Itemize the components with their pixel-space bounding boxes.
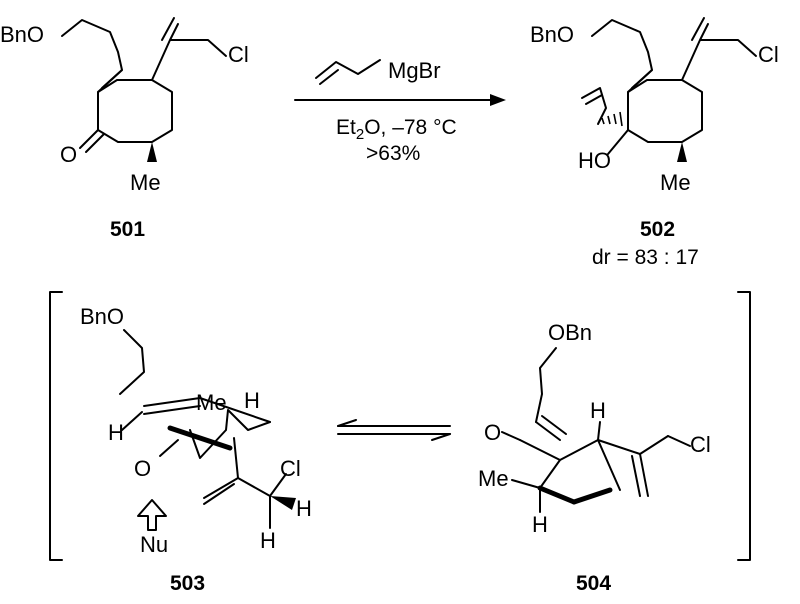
compound-number-501: 501: [110, 218, 145, 241]
compound-501: BnO Cl O Me 501: [0, 17, 249, 241]
methyl-label-502: Me: [660, 170, 691, 195]
carbonyl-501: [79, 129, 105, 153]
allyl-group: [315, 59, 381, 79]
hydrogen-label-504-b: H: [590, 398, 606, 423]
allyl-double-bond-502: [585, 94, 603, 105]
ring-bold-bond-504-b: [571, 487, 613, 505]
hydroxyl-bond-502: [607, 129, 629, 155]
right-bracket: [737, 291, 751, 561]
allyl-double-bond: [319, 69, 339, 85]
left-bracket: [49, 291, 63, 561]
compound-number-504: 504: [576, 572, 611, 595]
nucleophile-label-503: Nu: [140, 532, 168, 557]
alkene-502: [631, 69, 653, 89]
compound-502: BnO Cl HO Me 502 dr = 83 : 17: [530, 17, 779, 269]
oxygen-label-503: O: [134, 456, 151, 481]
benzyloxy-label-502: BnO: [530, 22, 574, 47]
hydrogen-label-503-d: H: [260, 528, 276, 553]
conditions-line-1: Et2O, –78 °C: [336, 116, 457, 143]
carbonyl-bond-503: [159, 439, 179, 457]
chloro-label-501: Cl: [228, 42, 249, 67]
ring-bold-bond-504: [537, 485, 577, 505]
chloro-bond-504: [667, 435, 691, 447]
chain-503: [119, 329, 145, 395]
reagent-label: MgBr: [388, 58, 441, 83]
chloro-label-504: Cl: [690, 432, 711, 457]
conditions-line-2: >63%: [366, 142, 420, 165]
arrow-head: [490, 94, 506, 106]
methyl-label-503: Me: [196, 390, 227, 415]
hydrogen-label-503-c: H: [296, 496, 312, 521]
ring-503: [189, 409, 271, 459]
side-chain-501: [151, 17, 227, 81]
chain-501: [61, 19, 123, 93]
vinyl-link-503: [233, 437, 239, 479]
equilibrium-reverse-head: [431, 433, 451, 441]
methyl-bond-504: [511, 479, 541, 489]
compound-503: BnO H Me H O Cl H H Nu 503: [80, 304, 312, 595]
hydrogen-label-504-a: H: [532, 512, 548, 537]
chain-502: [591, 19, 653, 93]
chloro-label-502: Cl: [758, 42, 779, 67]
ring-front-bond-504: [539, 459, 561, 489]
equilibrium-forward-head: [337, 419, 357, 427]
methyl-wedge-501: [147, 142, 157, 162]
hydrogen-wedge-503: [270, 496, 296, 510]
side-chain-502: [681, 17, 757, 81]
benzyloxy-label-501: BnO: [0, 22, 44, 47]
ch2-bond-504: [639, 435, 669, 455]
compound-504: OBn O Me H H Cl 504: [478, 320, 711, 595]
reaction-arrow: MgBr Et2O, –78 °C >63%: [294, 58, 506, 165]
hydrogen-label-503-a: H: [108, 420, 124, 445]
ring-bold-bond-503: [167, 425, 233, 451]
methylene-504: [631, 453, 649, 497]
allyl-chain-502: [581, 87, 607, 125]
vinyl-link-504: [597, 439, 641, 455]
nucleophile-arrow-icon: [137, 499, 167, 531]
chloro-bond-503: [269, 473, 287, 497]
vinyl-h-bond-503: [121, 411, 143, 431]
benzyloxy-label-504: OBn: [548, 320, 592, 345]
oxygen-label-501: O: [60, 142, 77, 167]
hydroxyl-label-502: HO: [578, 148, 611, 173]
hydrogen-bond-504-b: [597, 421, 601, 441]
methyl-label-501: Me: [130, 170, 161, 195]
alkene-503: [143, 397, 201, 415]
benzyloxy-label-503: BnO: [80, 304, 124, 329]
compound-number-502: 502: [640, 218, 675, 241]
allyl-hash-bond-502: [601, 111, 623, 127]
chloro-label-503: Cl: [280, 456, 301, 481]
equilibrium-arrows: [337, 419, 451, 441]
ring-back-bond-503: [199, 397, 271, 423]
hydrogen-label-503-b: H: [244, 388, 260, 413]
diastereomeric-ratio: dr = 83 : 17: [592, 246, 699, 269]
carbonyl-bond-504: [501, 431, 521, 441]
ring-501: [97, 79, 173, 143]
compound-number-503: 503: [170, 572, 205, 595]
oxygen-label-504: O: [484, 420, 501, 445]
ring-502: [627, 79, 703, 143]
methyl-wedge-502: [677, 142, 687, 162]
methylene-503: [203, 477, 239, 505]
alkene-501: [101, 69, 123, 89]
methyl-label-504: Me: [478, 466, 509, 491]
alkene-504: [535, 415, 567, 441]
ring-504: [519, 439, 621, 491]
chain-504: [535, 347, 557, 423]
ch2-bond-503: [237, 477, 271, 497]
